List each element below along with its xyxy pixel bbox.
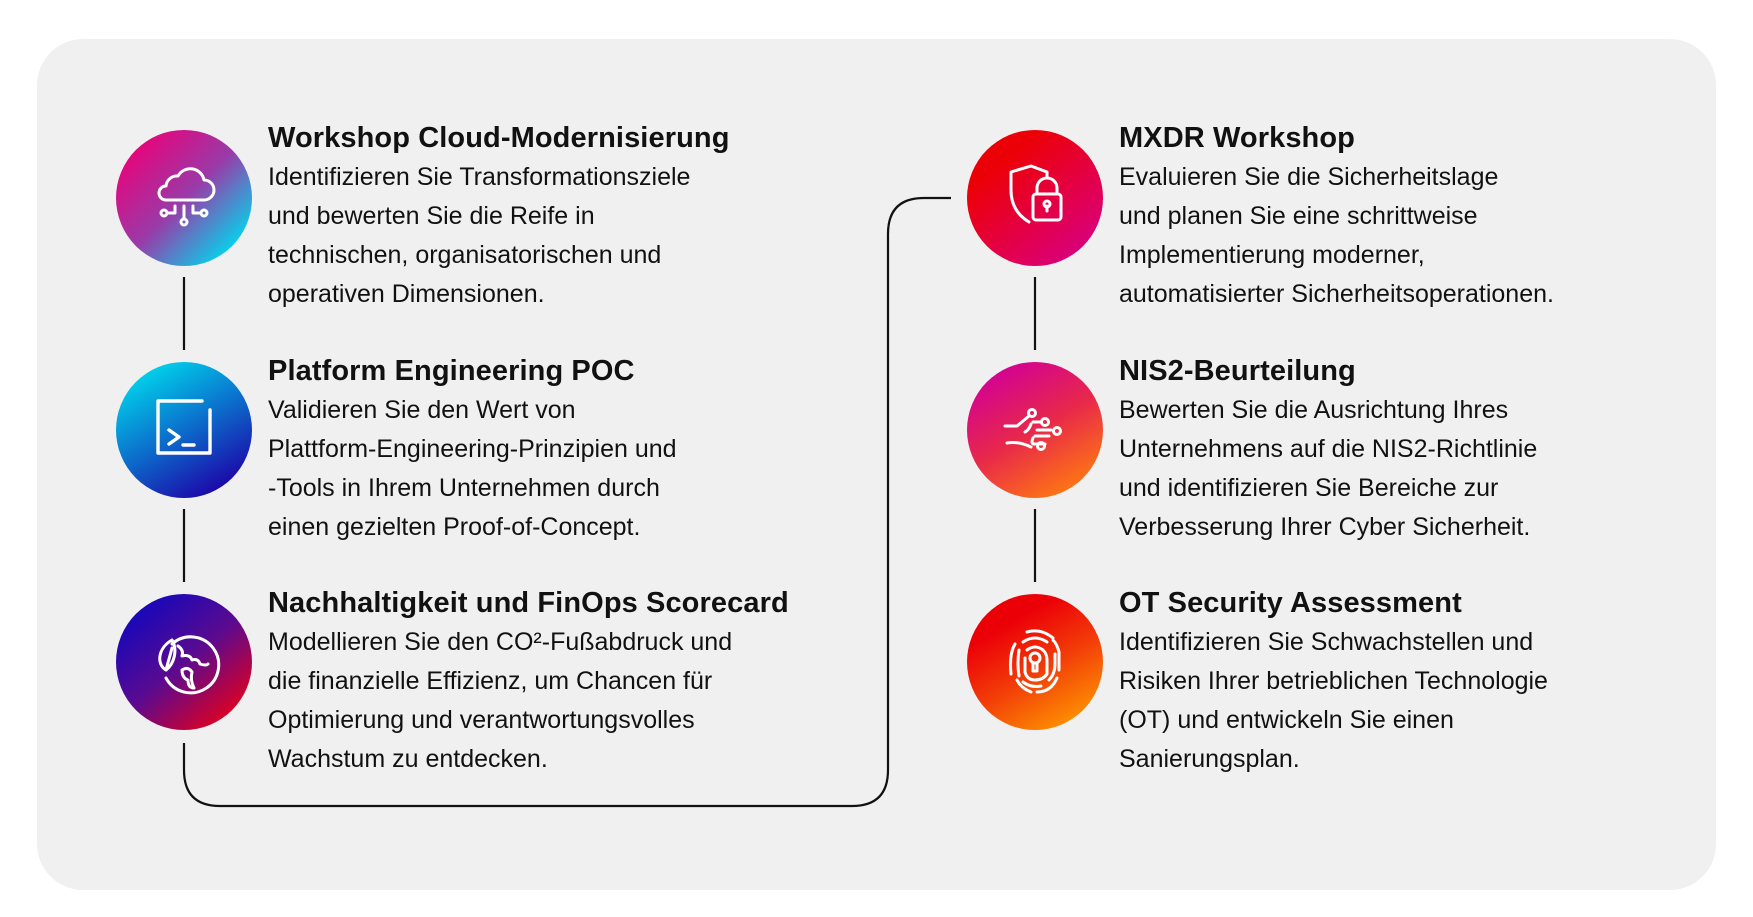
fingerprint-lock-icon — [967, 594, 1103, 730]
item-desc-line: Identifizieren Sie Transformationsziele — [268, 163, 691, 191]
item-desc-line: die finanzielle Effizienz, um Chancen fü… — [268, 667, 713, 695]
item-title: Nachhaltigkeit und FinOps Scorecard — [268, 587, 789, 619]
item-desc-line: Unternehmens auf die NIS2-Richtlinie — [1119, 435, 1538, 463]
item-desc-line: (OT) und entwickeln Sie einen — [1119, 706, 1454, 734]
item-desc-line: technischen, organisatorischen und — [268, 241, 662, 269]
hand-circuit-icon — [967, 362, 1103, 498]
item-desc-line: Optimierung und verantwortungsvolles — [268, 706, 695, 734]
globe-leaf-icon — [116, 594, 252, 730]
item-desc-line: Wachstum zu entdecken. — [268, 745, 548, 773]
terminal-icon — [116, 362, 252, 498]
item-desc-line: Implementierung moderner, — [1119, 241, 1425, 269]
item-desc-line: Evaluieren Sie die Sicherheitslage — [1119, 163, 1499, 191]
item-title: MXDR Workshop — [1119, 122, 1355, 154]
item-nis2-beurteilung: NIS2-Beurteilung Bewerten Sie die Ausric… — [1119, 351, 1537, 547]
item-desc-line: -Tools in Ihrem Unternehmen durch — [268, 474, 660, 502]
item-cloud-modernisierung: Workshop Cloud-Modernisierung Identifizi… — [268, 118, 730, 314]
item-desc-line: automatisierter Sicherheitsoperationen. — [1119, 280, 1554, 308]
item-title: OT Security Assessment — [1119, 587, 1462, 619]
item-desc-line: und planen Sie eine schrittweise — [1119, 202, 1478, 230]
item-desc-line: und bewerten Sie die Reife in — [268, 202, 595, 230]
item-finops-scorecard: Nachhaltigkeit und FinOps Scorecard Mode… — [268, 583, 789, 779]
shield-lock-icon — [967, 130, 1103, 266]
item-title: Platform Engineering POC — [268, 355, 635, 387]
item-desc-line: Validieren Sie den Wert von — [268, 396, 576, 424]
item-platform-engineering: Platform Engineering POC Validieren Sie … — [268, 351, 677, 547]
connector-3-4 — [182, 196, 951, 808]
item-desc-line: Risiken Ihrer betrieblichen Technologie — [1119, 667, 1548, 695]
item-title: Workshop Cloud-Modernisierung — [268, 122, 730, 154]
cloud-network-icon — [116, 130, 252, 266]
item-ot-security: OT Security Assessment Identifizieren Si… — [1119, 583, 1548, 779]
item-desc-line: Identifizieren Sie Schwachstellen und — [1119, 628, 1534, 656]
roadmap-card — [37, 39, 1716, 890]
item-desc-line: Modellieren Sie den CO²-Fußabdruck und — [268, 628, 733, 656]
item-desc-line: Bewerten Sie die Ausrichtung Ihres — [1119, 396, 1509, 424]
item-desc-line: Sanierungsplan. — [1119, 745, 1300, 773]
item-desc-line: Verbesserung Ihrer Cyber Sicherheit. — [1119, 513, 1531, 541]
item-desc-line: Plattform-Engineering-Prinzipien und — [268, 435, 677, 463]
item-mxdr-workshop: MXDR Workshop Evaluieren Sie die Sicherh… — [1119, 118, 1554, 314]
item-desc-line: und identifizieren Sie Bereiche zur — [1119, 474, 1499, 502]
item-desc-line: operativen Dimensionen. — [268, 280, 545, 308]
item-title: NIS2-Beurteilung — [1119, 355, 1356, 387]
item-desc-line: einen gezielten Proof-of-Concept. — [268, 513, 641, 541]
